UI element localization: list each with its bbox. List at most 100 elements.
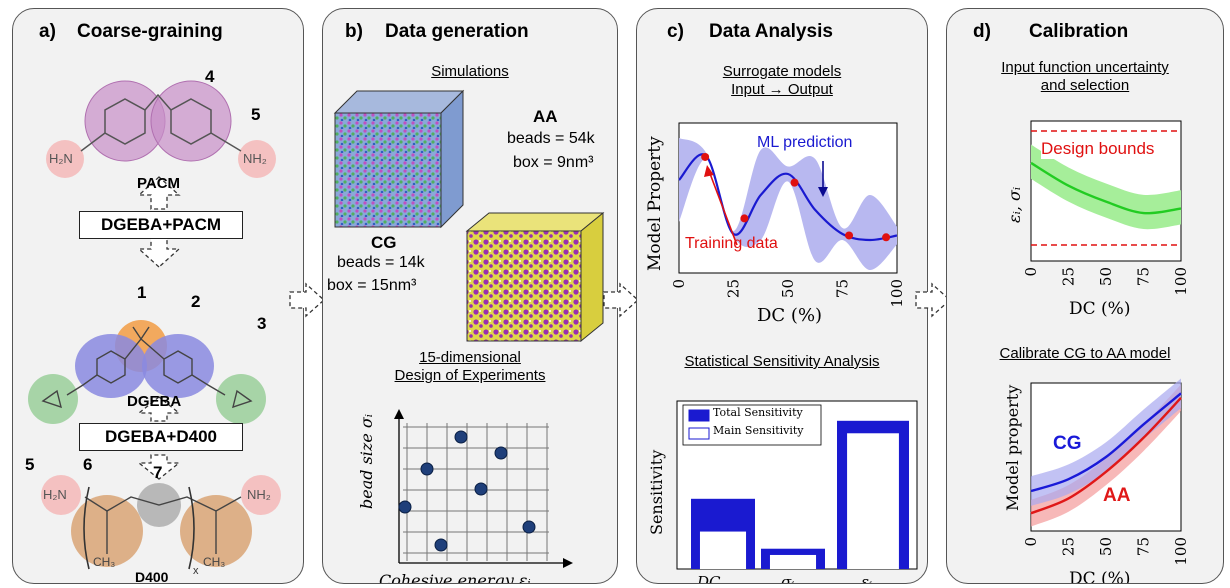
doe-sample-point [522, 520, 536, 534]
ml-x-axis-label: DC (%) [757, 305, 823, 326]
bead-number-7: 7 [153, 463, 163, 482]
bar-category-epsilon: εᵢ [861, 573, 873, 584]
input-y-axis-label: εᵢ, σᵢ [1005, 186, 1024, 223]
main-sensitivity-bar [769, 554, 817, 569]
flow-arrow-c-d [915, 282, 951, 318]
double-arrow-2 [137, 396, 181, 480]
input-uncertainty-band [1031, 144, 1181, 230]
x-tick-label: 0 [670, 279, 688, 289]
ml-y-axis-label: Model Property [645, 136, 665, 271]
panel-d-title: Calibration [1029, 21, 1129, 42]
d400-x-subscript: x [193, 565, 199, 577]
doe-sample-point [454, 430, 468, 444]
pacm-label: PACM [137, 175, 181, 192]
ssa-heading: Statistical Sensitivity Analysis [684, 353, 880, 370]
pacm-amine-left [46, 140, 84, 178]
dgeba-pacm-box: DGEBA+PACM [79, 211, 243, 239]
dgeba-label: DGEBA [127, 393, 182, 410]
x-tick-label: 75 [1135, 267, 1153, 286]
simulation-boxes [333, 89, 605, 343]
surrogate-line-2: Input → Output [731, 81, 833, 98]
training-data-point [845, 231, 854, 240]
bar-category-sigma: σᵢ [781, 573, 795, 584]
x-tick-label: 0 [1022, 537, 1040, 547]
panel-data-analysis: c) Data Analysis Surrogate models Input … [636, 8, 928, 584]
legend-total-label: Total Sensitivity [713, 406, 803, 419]
aa-series-label: AA [1103, 485, 1131, 506]
x-tick-label: 25 [725, 279, 743, 298]
main-sensitivity-bar [847, 433, 899, 569]
bead-number-4: 4 [205, 67, 215, 86]
d400-amine-left [41, 475, 81, 515]
surrogate-line-1: Surrogate models [722, 63, 842, 80]
doe-sample-point [420, 462, 434, 476]
aa-label: AA [533, 107, 558, 126]
doe-sample-point [474, 482, 488, 496]
aa-box-text: box = 9nm³ [513, 154, 594, 171]
x-tick-label: 25 [1060, 537, 1078, 556]
x-tick-label: 25 [1060, 267, 1078, 286]
panel-d-letter: d) [973, 21, 991, 42]
flow-arrow-b-c [603, 282, 639, 318]
x-tick-label: 75 [1135, 537, 1153, 556]
dgeba-d400-box: DGEBA+D400 [79, 423, 243, 451]
panel-coarse-graining: a) Coarse-graining [12, 8, 304, 584]
d400-label: D400 [135, 569, 169, 584]
aa-line [1030, 396, 1182, 515]
cg-line [1030, 392, 1182, 493]
panel-b-letter: b) [345, 21, 363, 42]
input-uncertainty-heading: Input function uncertainty and selection [947, 59, 1223, 95]
pacm-h2n-text: H₂N [49, 151, 73, 166]
dgeba-epoxy-left [28, 374, 78, 424]
cg-series-label: CG [1053, 433, 1082, 454]
flow-arrow-a-b [289, 282, 325, 318]
legend-total-swatch [688, 409, 710, 422]
bead-number-2: 2 [191, 292, 201, 311]
calibrate-heading: Calibrate CG to AA model [999, 345, 1171, 362]
molecule-diagrams [28, 80, 281, 570]
training-data-point [790, 178, 799, 187]
x-tick-label: 100 [888, 279, 906, 308]
design-bounds-label: Design bounds [1041, 139, 1155, 159]
x-tick-label: 50 [1097, 537, 1115, 556]
ch3-left-text: CH₃ [93, 555, 116, 569]
aa-beads-text: beads = 54k [507, 130, 595, 147]
panel-b-title: Data generation [385, 21, 529, 42]
pacm-nh2-text: NH₂ [243, 151, 267, 166]
bar-y-axis-label: Sensitivity [647, 449, 666, 535]
cg-label: CG [371, 233, 397, 252]
bead-number-3: 3 [257, 314, 267, 333]
cg-uncertainty-band [1031, 378, 1181, 506]
cg-beads-text: beads = 14k [337, 254, 425, 271]
panel-c-letter: c) [667, 21, 684, 42]
legend-main-swatch [688, 427, 710, 440]
doe-grid-plot [394, 409, 573, 568]
panel-c-title: Data Analysis [709, 21, 833, 42]
input-x-axis-label: DC (%) [1069, 299, 1131, 319]
training-data-point [740, 214, 749, 223]
bead-number-5-top: 5 [251, 105, 261, 124]
aa-box-front [466, 230, 582, 342]
ml-uncertainty-band [679, 138, 897, 271]
bead-number-1: 1 [137, 283, 147, 302]
sensitivity-bar-chart [676, 400, 918, 570]
pacm-bead-right [150, 80, 232, 162]
x-tick-label: 0 [1022, 267, 1040, 277]
x-tick-label: 100 [1172, 537, 1190, 566]
doe-sample-point [434, 538, 448, 552]
aa-box-side [580, 211, 604, 343]
panel-a-letter: a) [39, 21, 56, 42]
x-tick-label: 75 [834, 279, 852, 298]
x-tick-label: 50 [1097, 267, 1115, 286]
doe-heading: 15-dimensional Design of Experiments [323, 349, 617, 385]
aa-box-top [465, 212, 605, 232]
doe-line-1: 15-dimensional [419, 349, 521, 366]
cg-box-text: box = 15nm³ [327, 277, 417, 294]
dgeba-bead-left [75, 334, 147, 398]
training-data-point [882, 233, 891, 242]
d400-amine-right [241, 475, 281, 515]
main-sensitivity-bar [699, 531, 747, 569]
training-data-point [701, 152, 710, 161]
cg-box-side [440, 89, 464, 229]
calib-x-axis-label: DC (%) [1069, 569, 1131, 584]
